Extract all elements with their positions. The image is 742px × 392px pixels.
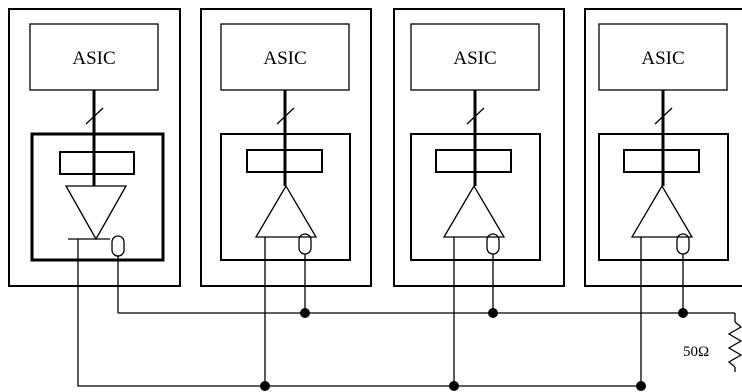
termination-resistor-zigzag <box>727 321 742 368</box>
card-4-bus-slash <box>654 107 673 125</box>
card-3-frame <box>393 8 565 287</box>
card-3-asic-label: ASIC <box>453 48 496 69</box>
card-3-driver-triangle <box>442 184 506 238</box>
card-2-latch-register <box>246 149 323 173</box>
card-2-asic-label: ASIC <box>263 48 306 69</box>
card-2-bus-slash <box>276 107 295 125</box>
termination-resistor-label: 50Ω <box>683 344 709 360</box>
junction-dot-upper-2 <box>488 308 498 318</box>
card-1-bus-slash <box>85 107 104 125</box>
card-4-transceiver-box <box>598 133 729 261</box>
card-1-transceiver-box <box>30 132 165 262</box>
junction-dot-lower-2 <box>449 381 459 391</box>
card-4-asic-label: ASIC <box>641 48 684 69</box>
card-2-driver-triangle <box>254 184 318 238</box>
card-3-latch-register <box>435 149 512 173</box>
card-1-asic-label: ASIC <box>72 48 115 69</box>
card-2-frame <box>200 8 372 287</box>
card-4-driver-triangle <box>630 184 694 238</box>
card-2: ASIC <box>200 8 372 386</box>
card-4-frame <box>584 8 742 287</box>
card-1: ASIC <box>8 8 181 378</box>
card-4-latch-register <box>623 149 700 173</box>
junction-dot-upper-1 <box>300 308 310 318</box>
card-1-receiver-bubble <box>111 235 125 257</box>
junction-dot-lower-3 <box>636 381 646 391</box>
card-3-receiver-bubble <box>486 233 500 255</box>
card-1-latch-register <box>59 151 135 175</box>
card-3: ASIC <box>393 8 565 386</box>
card-3-bus-slash <box>466 107 485 125</box>
card-2-transceiver-box <box>220 133 351 261</box>
lower-bus-line <box>77 378 641 387</box>
card-1-driver-triangle <box>64 185 128 241</box>
card-2-receiver-bubble <box>298 233 312 255</box>
card-1-frame <box>8 8 181 287</box>
card-3-transceiver-box <box>410 133 541 261</box>
card-4-receiver-bubble <box>676 233 690 255</box>
junction-dot-lower-1 <box>260 381 270 391</box>
card-4: ASIC <box>584 8 742 386</box>
junction-dot-upper-3 <box>678 308 688 318</box>
